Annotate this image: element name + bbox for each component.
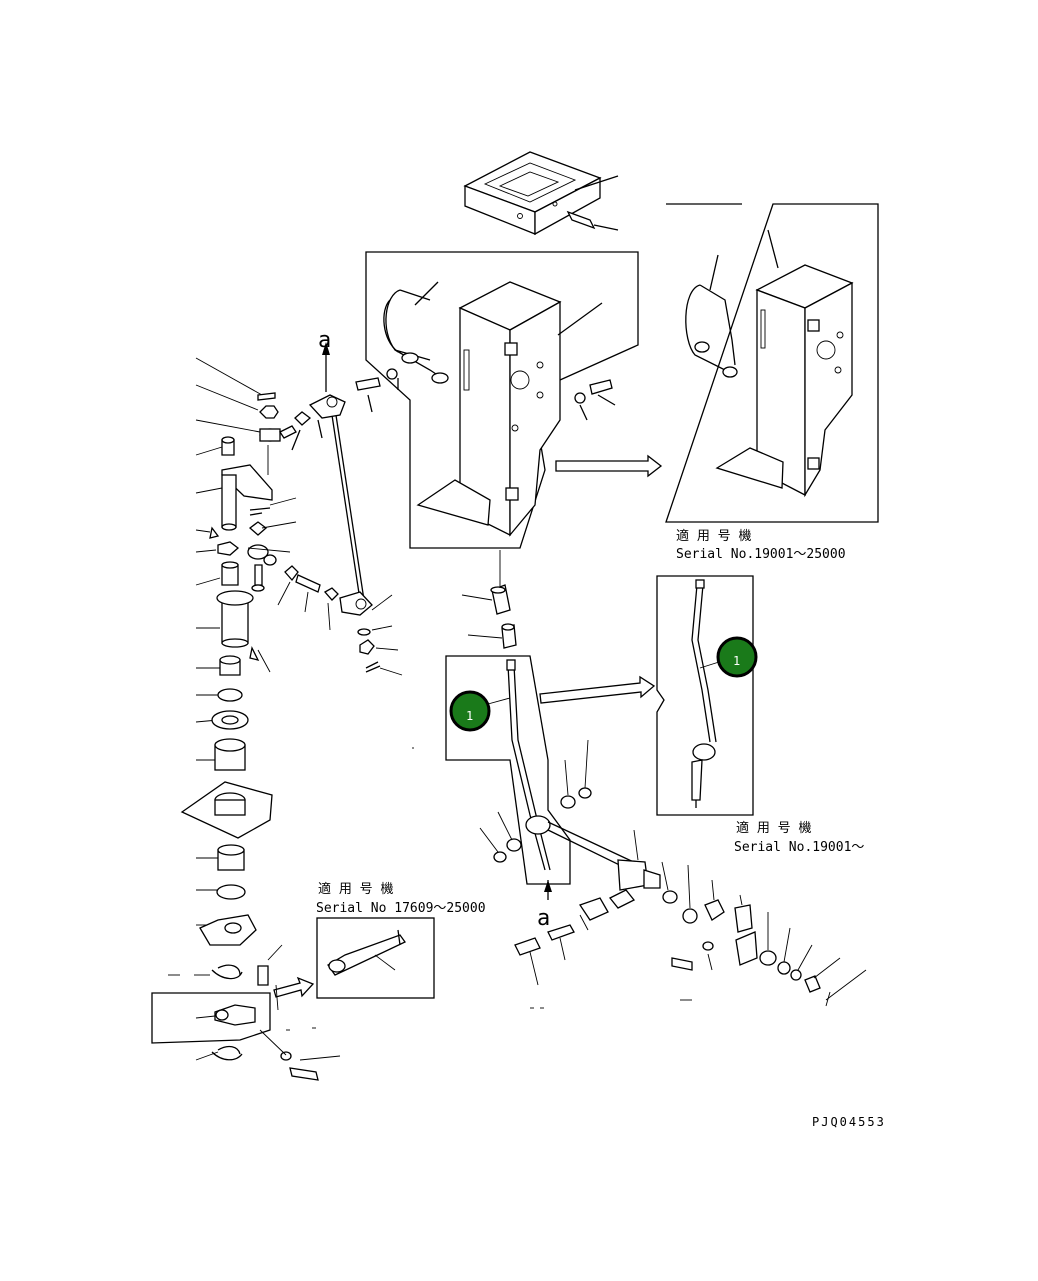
callout-1-right-label: 1: [733, 654, 740, 668]
callout-1-left: 1: [449, 690, 511, 732]
variant-box-column: [665, 203, 879, 523]
variant-arrow-3: [273, 976, 315, 998]
variant-arrow-2: [539, 675, 656, 704]
variant-arrow-1: [555, 454, 663, 478]
variant-box-lever: [656, 575, 754, 816]
linkage-stack: [151, 357, 341, 1081]
serial-3-number: Serial No 17609～25000: [316, 901, 486, 916]
serial-1-heading: 適 用 号 機: [676, 528, 751, 544]
lever-assembly: [412, 550, 661, 900]
variant-box-bracket: [316, 917, 435, 999]
hardware-chain: [514, 829, 867, 1009]
rod-linkage: [277, 342, 403, 676]
label-a-top: a: [318, 328, 331, 353]
serial-2-number: Serial No.19001～: [734, 840, 864, 855]
label-a-bottom: a: [537, 906, 550, 931]
column-housing-group: [355, 251, 639, 549]
top-bracket-block: [463, 151, 619, 236]
callout-1-right: 1: [699, 636, 758, 678]
serial-1-number: Serial No.19001～25000: [676, 547, 846, 562]
serial-2-heading: 適 用 号 機: [736, 820, 811, 836]
drawing-code: PJQ04553: [812, 1115, 886, 1129]
serial-3-heading: 適 用 号 機: [318, 881, 393, 897]
callout-1-left-label: 1: [466, 709, 473, 723]
